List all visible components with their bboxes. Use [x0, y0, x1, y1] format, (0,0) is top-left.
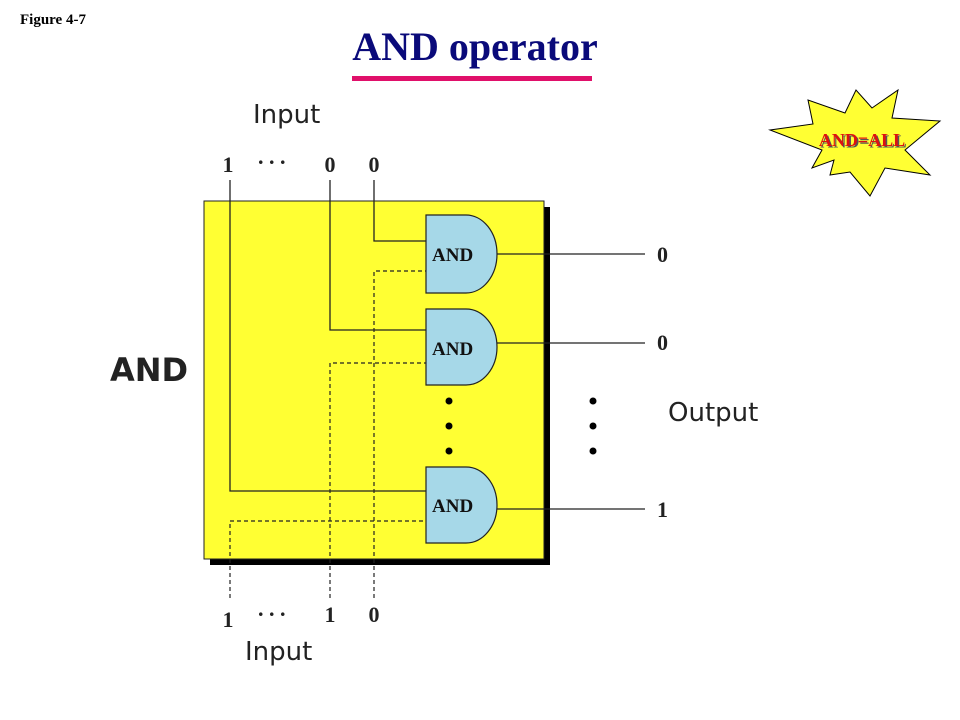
bottom-input-wires: [229, 270, 428, 598]
gate-body: [425, 214, 498, 294]
wire-bottom-input-1: [229, 520, 428, 598]
starburst-shape: [768, 88, 942, 197]
bottom-input-value: 1: [325, 602, 336, 627]
bottom-input-label: Input: [245, 637, 312, 667]
title-underline: [352, 76, 592, 81]
top-input-value: 0: [369, 152, 380, 177]
output-wires: [496, 253, 645, 510]
and-all-burst: AND=ALL AND=ALL: [768, 88, 942, 197]
gate-body: [425, 308, 498, 386]
top-input-value: 0: [325, 152, 336, 177]
bottom-input-value: 0: [369, 602, 380, 627]
output-value: 1: [657, 497, 668, 522]
gate-label: AND: [432, 339, 473, 360]
top-input-ellipsis: . . .: [258, 144, 286, 169]
wire-top-input-3: [373, 180, 428, 242]
top-input-value: 1: [223, 152, 234, 177]
bottom-input-value: 1: [223, 607, 234, 632]
top-input-label: Input: [253, 100, 320, 130]
and-gate-2: AND: [425, 308, 498, 386]
wire-bottom-input-2: [329, 362, 428, 598]
block-label: AND: [110, 351, 188, 389]
top-input-wires: [229, 180, 428, 492]
burst-text-shadow: AND=ALL: [820, 132, 906, 152]
burst-text: AND=ALL: [819, 130, 905, 150]
output-value: 0: [657, 330, 668, 355]
wire-top-input-2: [329, 180, 428, 331]
wire-top-input-1: [229, 180, 428, 492]
gate-label: AND: [432, 245, 473, 266]
output-value: 0: [657, 242, 668, 267]
gate-label: AND: [432, 496, 473, 517]
page-title: AND operator: [352, 24, 598, 69]
bottom-input-ellipsis: . . .: [258, 596, 286, 621]
figure-label: Figure 4-7: [20, 12, 86, 28]
gates-ellipsis: [445, 397, 453, 455]
gate-body: [425, 466, 498, 544]
and-gate-1: AND: [425, 214, 498, 294]
outputs-ellipsis: [589, 397, 597, 455]
and-gate-3: AND: [425, 466, 498, 544]
output-label: Output: [668, 398, 758, 428]
wire-bottom-input-3: [373, 270, 428, 598]
